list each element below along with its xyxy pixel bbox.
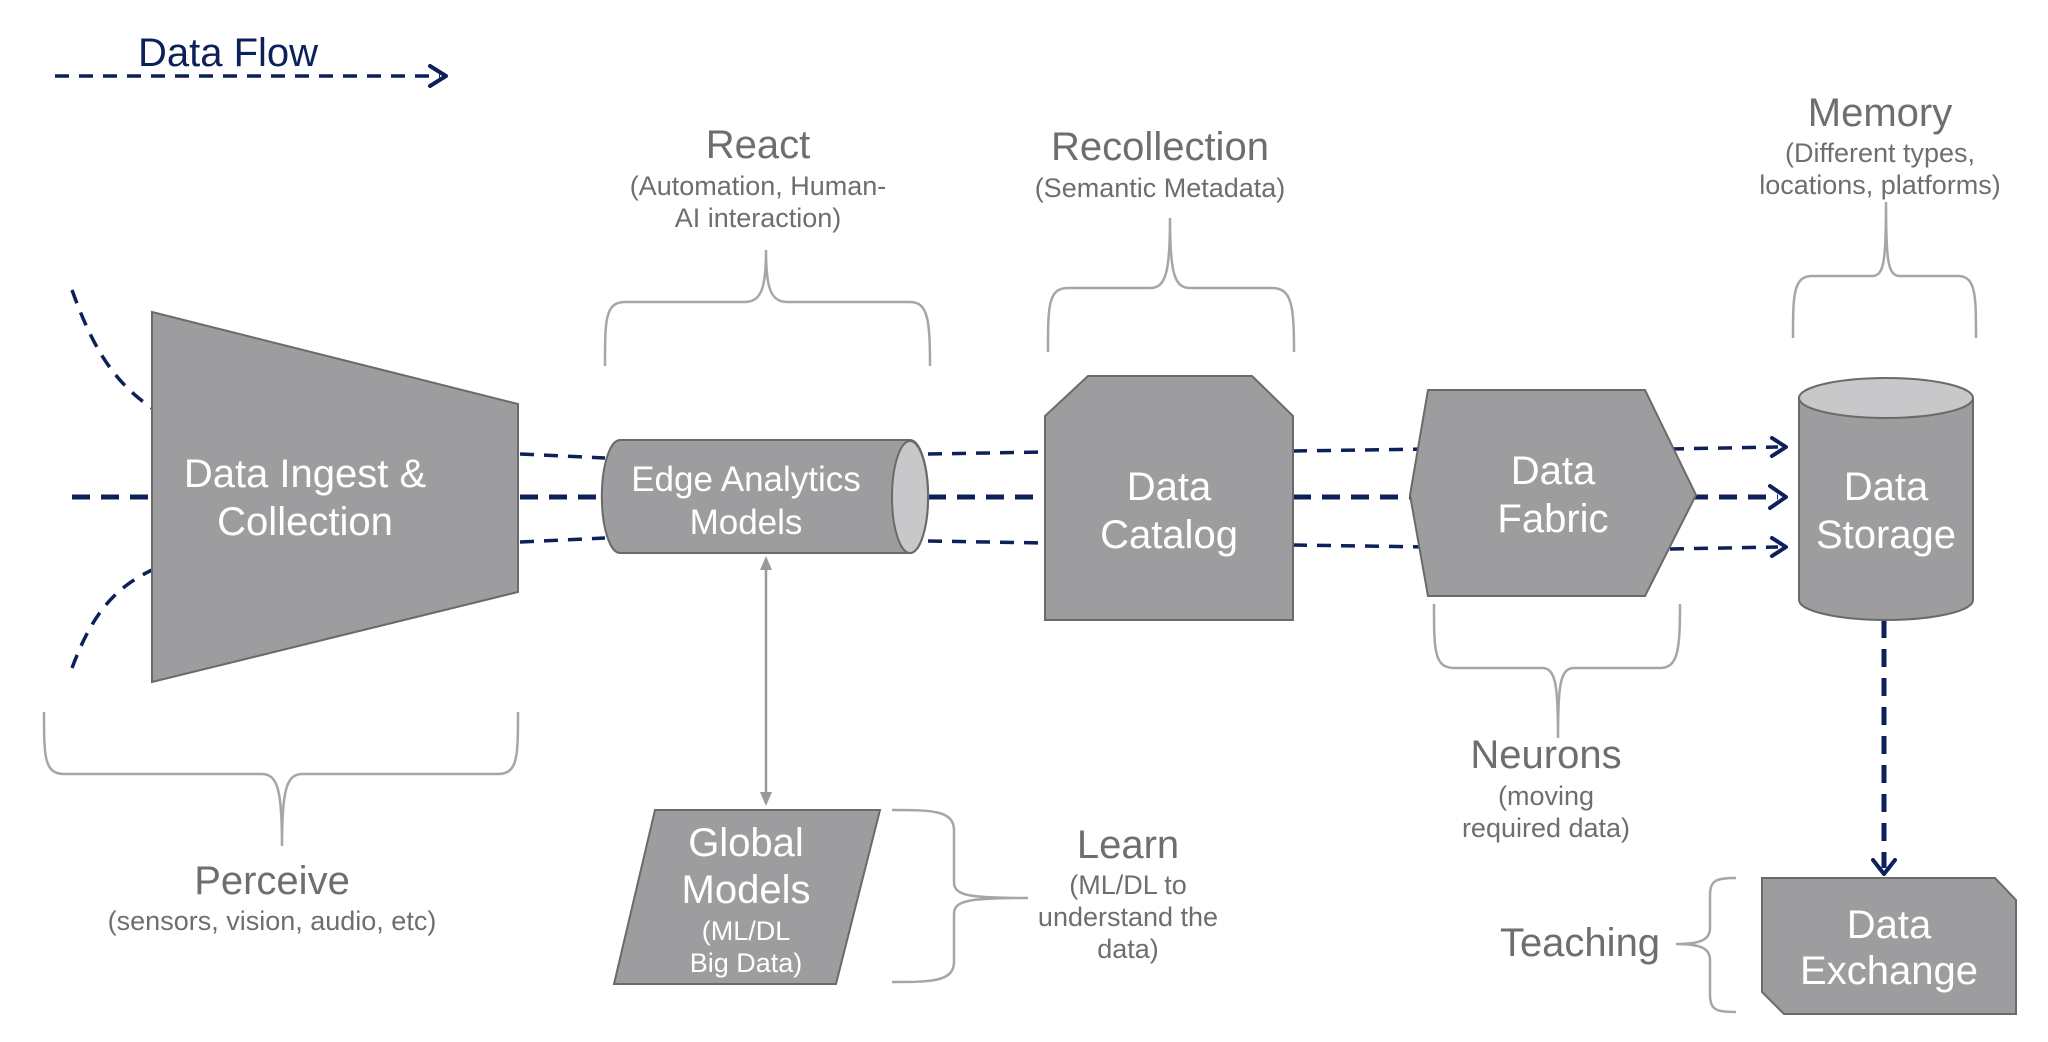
react-desc-1: (Automation, Human- bbox=[630, 171, 887, 201]
node-global-models: Global Models (ML/DL Big Data) bbox=[612, 809, 882, 985]
data-catalog-label-2: Catalog bbox=[1100, 513, 1238, 557]
edge-global-connector bbox=[760, 556, 772, 806]
legend-label: Data Flow bbox=[138, 31, 318, 75]
node-edge-analytics: Edge Analytics Models bbox=[600, 439, 930, 554]
data-ingest-trapezoid bbox=[151, 310, 519, 684]
node-data-storage: Data Storage bbox=[1798, 377, 1974, 621]
react-title: React bbox=[706, 123, 811, 167]
edge-analytics-label-2: Models bbox=[690, 503, 803, 542]
data-flow-lines bbox=[70, 289, 1897, 876]
flow-storage-exchange-arrowhead bbox=[1871, 858, 1897, 876]
data-fabric-hexagon bbox=[1408, 389, 1698, 597]
memory-title: Memory bbox=[1808, 91, 1952, 135]
data-exchange-label-2: Exchange bbox=[1800, 949, 1978, 993]
brace-recollection bbox=[1046, 217, 1296, 353]
flow-in-upper bbox=[70, 289, 153, 410]
neurons-desc-1: (moving bbox=[1498, 781, 1594, 811]
node-data-exchange: Data Exchange bbox=[1761, 877, 2017, 1015]
data-exchange-label-1: Data bbox=[1847, 903, 1932, 947]
data-ingest-label-2: Collection bbox=[217, 500, 393, 544]
legend: Data Flow bbox=[55, 31, 448, 88]
data-storage-label-2: Storage bbox=[1816, 513, 1956, 557]
flow-fabric-storage-top-arrowhead bbox=[1770, 436, 1788, 458]
perceive-desc-1: (sensors, vision, audio, etc) bbox=[108, 906, 437, 936]
annotation-react: React (Automation, Human- AI interaction… bbox=[630, 123, 887, 233]
memory-desc-1: (Different types, bbox=[1785, 138, 1975, 168]
braces bbox=[42, 201, 1978, 1014]
recollection-title: Recollection bbox=[1051, 125, 1269, 169]
recollection-desc-1: (Semantic Metadata) bbox=[1035, 173, 1286, 203]
edge-analytics-label-1: Edge Analytics bbox=[631, 460, 861, 499]
data-ingest-label-1: Data Ingest & bbox=[184, 452, 427, 496]
edge-global-arrow-down bbox=[760, 792, 772, 806]
brace-neurons bbox=[1432, 603, 1682, 739]
data-fabric-label-1: Data bbox=[1511, 449, 1596, 493]
brace-perceive bbox=[42, 711, 520, 847]
neurons-title: Neurons bbox=[1470, 733, 1621, 777]
edge-analytics-cylinder-end bbox=[891, 440, 929, 554]
perceive-title: Perceive bbox=[194, 859, 350, 903]
data-fabric-label-2: Fabric bbox=[1497, 497, 1608, 541]
flow-edge-catalog-bottom bbox=[927, 539, 1046, 545]
brace-teaching bbox=[1675, 876, 1737, 1014]
learn-title: Learn bbox=[1077, 823, 1179, 867]
node-data-fabric: Data Fabric bbox=[1408, 389, 1698, 597]
memory-desc-2: locations, platforms) bbox=[1759, 170, 2001, 200]
learn-desc-2: understand the bbox=[1038, 902, 1218, 932]
data-exchange-snipped-rect bbox=[1761, 877, 2017, 1015]
react-desc-2: AI interaction) bbox=[675, 203, 842, 233]
annotation-teaching: Teaching bbox=[1500, 921, 1660, 965]
flow-ingest-edge-top bbox=[519, 452, 606, 460]
global-models-label-3: (ML/DL bbox=[702, 916, 791, 946]
node-data-catalog: Data Catalog bbox=[1044, 375, 1294, 621]
neurons-desc-2: required data) bbox=[1462, 813, 1630, 843]
flow-catalog-fabric-bottom bbox=[1292, 543, 1431, 549]
global-models-label-4: Big Data) bbox=[690, 948, 803, 978]
node-data-ingest: Data Ingest & Collection bbox=[151, 310, 519, 684]
global-models-label-1: Global bbox=[688, 821, 804, 865]
annotation-recollection: Recollection (Semantic Metadata) bbox=[1035, 125, 1286, 203]
brace-learn bbox=[891, 808, 1029, 984]
brace-react bbox=[603, 249, 932, 367]
learn-desc-3: data) bbox=[1097, 934, 1159, 964]
flow-in-lower bbox=[70, 568, 153, 669]
brace-memory bbox=[1791, 201, 1978, 339]
annotation-memory: Memory (Different types, locations, plat… bbox=[1759, 91, 2001, 200]
flow-fabric-storage-top bbox=[1669, 445, 1779, 451]
global-models-parallelogram bbox=[612, 809, 882, 985]
learn-desc-1: (ML/DL to bbox=[1069, 870, 1187, 900]
legend-arrowhead bbox=[428, 64, 448, 88]
data-storage-cylinder-top bbox=[1798, 377, 1974, 419]
edge-global-arrow-up bbox=[760, 556, 772, 570]
annotation-perceive: Perceive (sensors, vision, audio, etc) bbox=[108, 859, 437, 936]
global-models-label-2: Models bbox=[682, 868, 811, 912]
data-catalog-label-1: Data bbox=[1127, 465, 1212, 509]
flow-fabric-storage-mid-arrowhead bbox=[1768, 484, 1788, 510]
annotation-neurons: Neurons (moving required data) bbox=[1462, 733, 1630, 843]
annotation-learn: Learn (ML/DL to understand the data) bbox=[1038, 823, 1218, 964]
data-catalog-snipped-rect bbox=[1044, 375, 1294, 621]
data-storage-cylinder bbox=[1798, 398, 1974, 621]
data-storage-label-1: Data bbox=[1844, 465, 1929, 509]
flow-catalog-fabric-top bbox=[1292, 447, 1431, 453]
flow-fabric-storage-bottom-arrowhead bbox=[1770, 536, 1788, 558]
flow-fabric-storage-bottom bbox=[1669, 545, 1779, 551]
flow-edge-catalog-top bbox=[927, 450, 1046, 456]
teaching-title: Teaching bbox=[1500, 921, 1660, 965]
flow-ingest-edge-bottom bbox=[519, 536, 606, 544]
